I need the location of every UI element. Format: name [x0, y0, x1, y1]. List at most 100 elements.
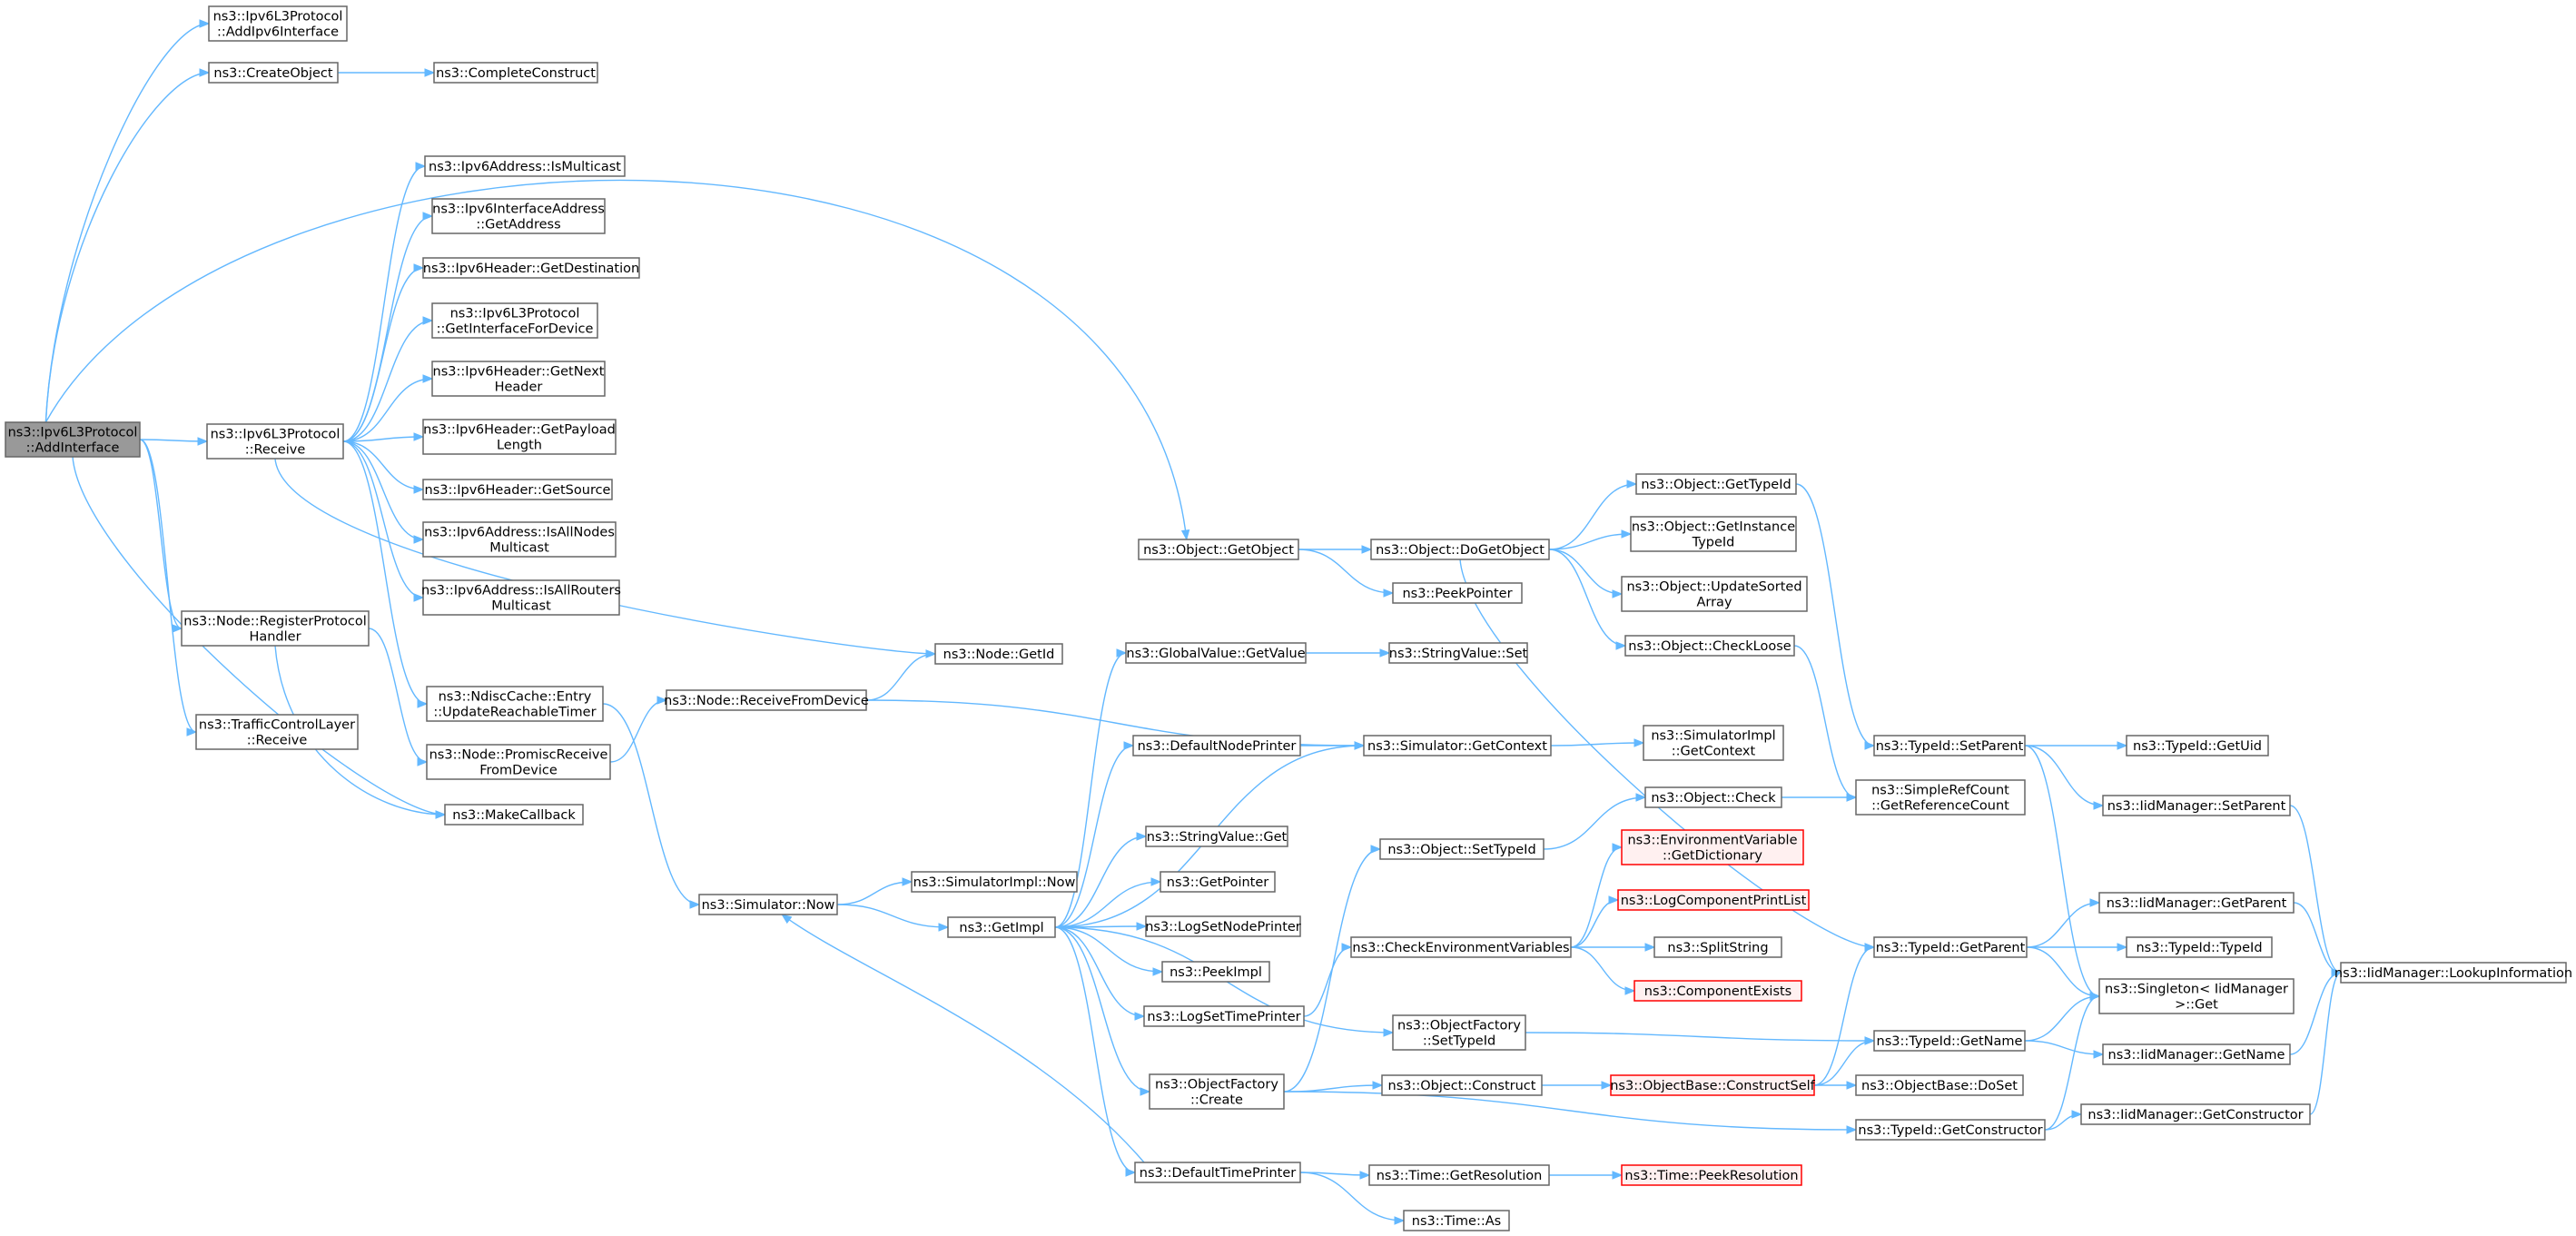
node-label: ns3::TypeId::GetName [1877, 1034, 2023, 1049]
node-box [444, 804, 584, 826]
call-edge-checkenv-to-logcomp [1570, 895, 1620, 948]
node-makecallback[interactable]: ns3::MakeCallback [444, 804, 584, 826]
node-getpointer[interactable]: ns3::GetPointer [1160, 871, 1276, 893]
node-envdict[interactable]: ns3::EnvironmentVariable::GetDictionary [1621, 829, 1804, 865]
node-getdest[interactable]: ns3::Ipv6Header::GetDestination [422, 257, 640, 279]
node-getobject[interactable]: ns3::Object::GetObject [1138, 539, 1299, 560]
node-logcomp[interactable]: ns3::LogComponentPrintList [1617, 889, 1810, 911]
node-completeconstruct[interactable]: ns3::CompleteConstruct [433, 62, 598, 84]
node-ofsettypeid[interactable]: ns3::ObjectFactory::SetTypeId [1392, 1014, 1526, 1051]
node-defnodeprinter[interactable]: ns3::DefaultNodePrinter [1132, 735, 1301, 756]
node-objconstruct[interactable]: ns3::Object::Construct [1381, 1074, 1543, 1096]
node-implgetcontext[interactable]: ns3::SimulatorImpl::GetContext [1643, 725, 1784, 761]
call-edge-getimpl-to-svget [1054, 832, 1148, 928]
node-receive[interactable]: ns3::Ipv6L3Protocol::Receive [206, 423, 344, 460]
node-tidgetname[interactable]: ns3::TypeId::GetName [1873, 1030, 2026, 1052]
node-ifaddr[interactable]: ns3::Ipv6InterfaceAddress::GetAddress [431, 198, 606, 234]
node-getimpl[interactable]: ns3::GetImpl [947, 916, 1056, 938]
node-getcontext[interactable]: ns3::Simulator::GetContext [1363, 735, 1552, 756]
node-ofcreate[interactable]: ns3::ObjectFactory::Create [1149, 1073, 1285, 1110]
node-iidgetctor[interactable]: ns3::IidManager::GetConstructor [2080, 1103, 2311, 1125]
node-refcount[interactable]: ns3::SimpleRefCount::GetReferenceCount [1855, 779, 2026, 816]
node-tidgetctor[interactable]: ns3::TypeId::GetConstructor [1855, 1119, 2046, 1141]
node-svset[interactable]: ns3::StringValue::Set [1388, 642, 1528, 664]
node-recvfromdev[interactable]: ns3::Node::ReceiveFromDevice [664, 689, 869, 711]
node-addipv6[interactable]: ns3::Ipv6L3Protocol::AddIpv6Interface [208, 5, 348, 42]
node-timeas[interactable]: ns3::Time::As [1403, 1210, 1510, 1231]
node-getiface[interactable]: ns3::Ipv6L3Protocol::GetInterfaceForDevi… [431, 302, 598, 339]
edge-line [1550, 742, 1644, 747]
node-iidsetparent[interactable]: ns3::IidManager::SetParent [2102, 795, 2291, 816]
node-dogetobject[interactable]: ns3::Object::DoGetObject [1370, 539, 1550, 560]
node-svget[interactable]: ns3::StringValue::Get [1145, 826, 1288, 847]
node-objgettypeid[interactable]: ns3::Object::GetTypeId [1635, 473, 1797, 495]
node-ndisc[interactable]: ns3::NdiscCache::Entry::UpdateReachableT… [426, 686, 604, 722]
node-checkenv[interactable]: ns3::CheckEnvironmentVariables [1350, 936, 1572, 958]
node-tidtypeid[interactable]: ns3::TypeId::TypeId [2126, 936, 2273, 958]
node-label: ns3::LogSetNodePrinter [1145, 920, 1301, 934]
edge-line [342, 440, 424, 598]
node-logsettime[interactable]: ns3::LogSetTimePrinter [1143, 1005, 1305, 1027]
node-singleton[interactable]: ns3::Singleton< IidManager >::Get [2098, 978, 2295, 1014]
edge-arrowhead [422, 316, 434, 325]
node-label: ::GetDictionary [1663, 849, 1762, 864]
node-simnow[interactable]: ns3::Simulator::Now [698, 894, 838, 915]
node-iidgetname[interactable]: ns3::IidManager::GetName [2102, 1043, 2291, 1065]
node-peekpointer[interactable]: ns3::PeekPointer [1392, 582, 1523, 604]
node-lookup[interactable]: ns3::IidManager::LookupInformation [2334, 962, 2572, 984]
node-box [2102, 1043, 2291, 1065]
node-deftimeprinter[interactable]: ns3::DefaultTimePrinter [1134, 1162, 1301, 1183]
node-iidgetparent[interactable]: ns3::IidManager::GetParent [2098, 892, 2295, 914]
node-gvgetvalue[interactable]: ns3::GlobalValue::GetValue [1125, 642, 1307, 664]
node-box [2340, 962, 2567, 984]
call-edge-tidgetname-to-singleton [2024, 992, 2101, 1042]
node-label: ns3::StringValue::Set [1389, 647, 1528, 661]
node-splitstring[interactable]: ns3::SplitString [1653, 936, 1782, 958]
call-edge-checkenv-to-splitstring [1571, 943, 1656, 952]
node-label: ns3::IidManager::GetConstructor [2087, 1108, 2303, 1122]
node-getid[interactable]: ns3::Node::GetId [934, 643, 1063, 665]
node-label: ns3::ObjectFactory [1397, 1019, 1521, 1033]
call-edge-promisc-to-recvfromdev [609, 696, 668, 763]
node-tidgetuid[interactable]: ns3::TypeId::GetUid [2126, 735, 2269, 756]
node-tidsetparent[interactable]: ns3::TypeId::SetParent [1873, 735, 2026, 756]
node-implnow[interactable]: ns3::SimulatorImpl::Now [911, 871, 1078, 893]
node-getresolution[interactable]: ns3::Time::GetResolution [1368, 1164, 1550, 1186]
node-label: ns3::LogComponentPrintList [1621, 894, 1807, 908]
edge-arrowhead [186, 727, 198, 737]
node-settypeid[interactable]: ns3::Object::SetTypeId [1379, 838, 1545, 860]
call-edge-constructself-to-tidgetname [1813, 1036, 1876, 1086]
node-getsource[interactable]: ns3::Ipv6Header::GetSource [422, 479, 613, 500]
node-checkloose[interactable]: ns3::Object::CheckLoose [1624, 635, 1795, 657]
node-ismulticast[interactable]: ns3::Ipv6Address::IsMulticast [424, 155, 626, 177]
call-edge-getimpl-to-logsettime [1054, 926, 1146, 1021]
node-peekimpl[interactable]: ns3::PeekImpl [1161, 961, 1270, 983]
call-edge-dogetobject-to-objgettypeid [1548, 480, 1638, 550]
call-edge-getresolution-to-peekresolution [1549, 1171, 1624, 1180]
node-peekresolution[interactable]: ns3::Time::PeekResolution [1621, 1164, 1802, 1186]
node-doset[interactable]: ns3::ObjectBase::DoSet [1855, 1074, 2024, 1096]
node-tclreceive[interactable]: ns3::TrafficControlLayer::Receive [195, 714, 359, 750]
edge-line [1298, 549, 1394, 594]
node-objcheck[interactable]: ns3::Object::Check [1644, 786, 1782, 808]
node-compexists[interactable]: ns3::ComponentExists [1633, 980, 1802, 1002]
node-createobject[interactable]: ns3::CreateObject [208, 62, 339, 84]
node-tidgetparent[interactable]: ns3::TypeId::GetParent [1873, 936, 2028, 958]
node-logsetnode[interactable]: ns3::LogSetNodePrinter [1145, 915, 1301, 937]
node-root[interactable]: ns3::Ipv6L3Protocol::AddInterface [5, 421, 141, 458]
node-box [2102, 795, 2291, 816]
edge-arrowhead [1370, 845, 1382, 854]
call-edge-iidgetname-to-lookup [2289, 968, 2343, 1055]
edge-arrowhead [1372, 1081, 1384, 1090]
call-edge-objgettypeid-to-tidsetparent [1795, 483, 1876, 750]
node-constructself[interactable]: ns3::ObjectBase::ConstructSelf [1610, 1074, 1816, 1096]
node-box [1855, 1119, 2046, 1141]
